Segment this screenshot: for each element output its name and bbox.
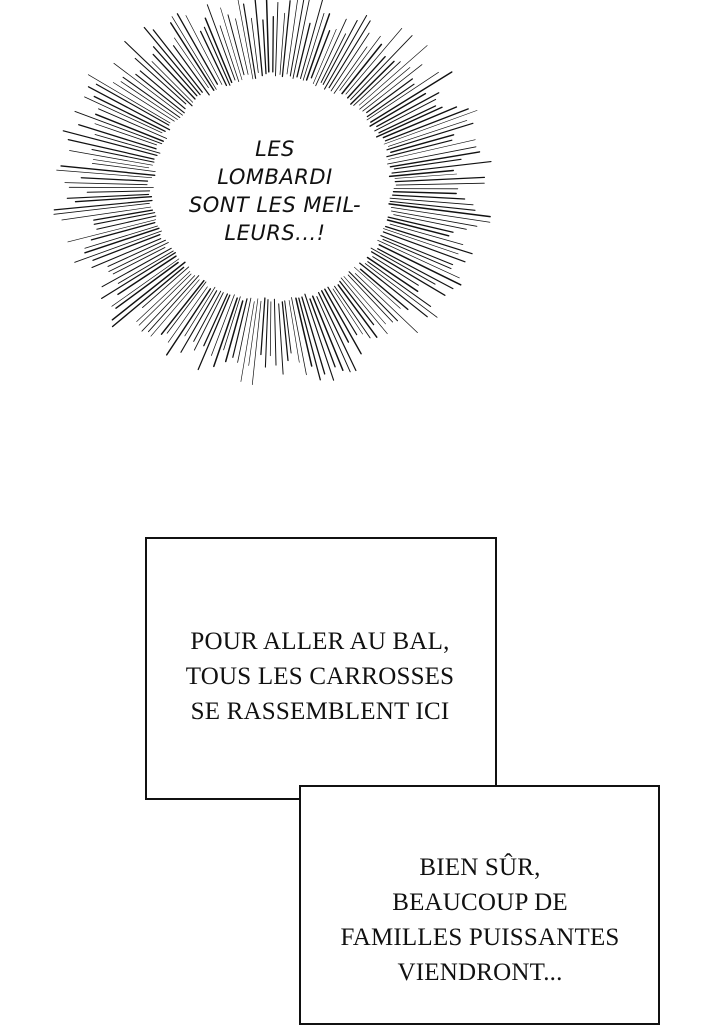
burst-line [270, 302, 271, 356]
burst-line [276, 2, 278, 75]
caption-line: BIEN SÛR, [310, 850, 650, 885]
burst-line [282, 1, 290, 77]
burst-line [273, 17, 274, 72]
burst-line [267, 0, 269, 72]
burst-line [359, 46, 427, 106]
burst-line [348, 275, 392, 322]
thought-line: LOMBARDI [150, 163, 400, 191]
burst-line [355, 274, 417, 333]
burst-line [185, 287, 215, 336]
burst-line [220, 26, 239, 82]
thought-line: LES [150, 135, 400, 163]
burst-line [342, 44, 381, 93]
burst-line [68, 140, 154, 160]
burst-line [70, 151, 153, 166]
burst-line [91, 223, 154, 240]
burst-line [391, 135, 454, 153]
burst-line [279, 304, 283, 374]
burst-line [255, 0, 263, 76]
burst-line [181, 291, 217, 353]
burst-line [93, 159, 149, 167]
burst-line [319, 293, 356, 371]
burst-line [378, 249, 453, 289]
burst-line [87, 191, 149, 192]
burst-line [395, 177, 484, 181]
caption-line: TOUS LES CARROSSES [150, 659, 490, 694]
burst-line [323, 21, 357, 85]
thought-line: LEURS...! [150, 219, 400, 247]
burst-line [394, 192, 457, 194]
burst-line [113, 267, 184, 326]
caption-line: VIENDRONT... [310, 955, 650, 990]
caption-line: POUR ALLER AU BAL, [150, 624, 490, 659]
burst-line [335, 286, 371, 338]
burst-line [261, 298, 265, 355]
burst-line [144, 28, 200, 95]
burst-line [365, 264, 437, 318]
burst-line [89, 87, 170, 130]
burst-line [65, 183, 147, 185]
burst-line [153, 54, 195, 99]
caption-text-upper: POUR ALLER AU BAL, TOUS LES CARROSSES SE… [150, 624, 490, 729]
thought-burst-bubble: LES LOMBARDI SONT LES MEIL- LEURS...! [0, 0, 720, 400]
burst-line [274, 299, 276, 365]
burst-line [116, 263, 178, 309]
burst-line [282, 302, 288, 361]
burst-line [263, 20, 266, 74]
thought-line: SONT LES MEIL- [150, 191, 400, 219]
burst-line [360, 263, 428, 317]
burst-line [340, 36, 381, 90]
burst-line [168, 287, 207, 343]
burst-line [252, 301, 261, 384]
caption-line: FAMILLES PUISSANTES [310, 920, 650, 955]
burst-line [265, 300, 268, 368]
burst-line [338, 285, 377, 337]
burst-line [316, 19, 347, 86]
caption-line: BEAUCOUP DE [310, 885, 650, 920]
burst-line [303, 13, 324, 80]
burst-line [331, 33, 369, 91]
burst-line [174, 46, 210, 95]
burst-line [375, 99, 436, 130]
caption-box-joint [301, 787, 495, 798]
burst-line [299, 298, 321, 380]
burst-line [285, 301, 291, 353]
burst-line [244, 4, 256, 78]
burst-line [75, 231, 162, 262]
burst-line [81, 178, 147, 181]
burst-line [140, 71, 185, 109]
caption-line: SE RASSEMBLENT ICI [150, 694, 490, 729]
thought-bubble-text: LES LOMBARDI SONT LES MEIL- LEURS...! [150, 135, 400, 247]
burst-line [393, 195, 465, 199]
burst-line [396, 183, 484, 185]
caption-text-lower: BIEN SÛR, BEAUCOUP DE FAMILLES PUISSANTE… [310, 850, 650, 990]
